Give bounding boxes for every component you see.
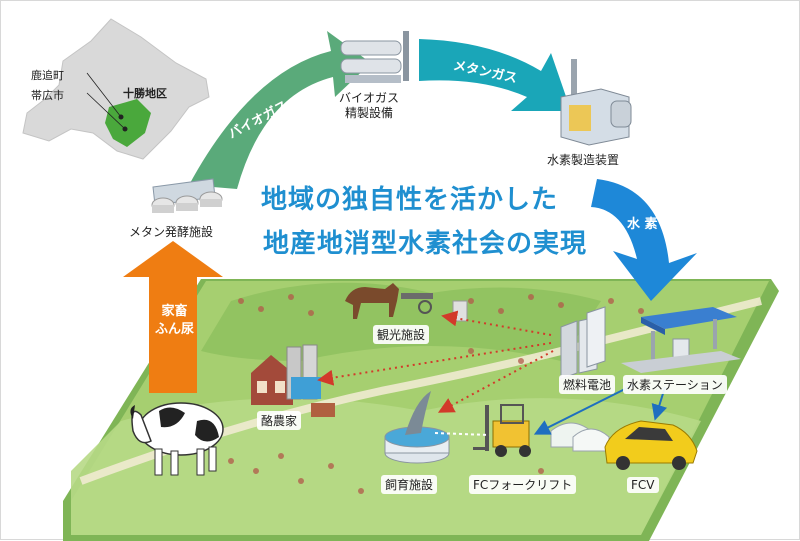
label-methane-plant: メタン発酵施設 bbox=[129, 225, 214, 239]
label-dairy: 酪農家 bbox=[257, 411, 302, 430]
arrow-hydrogen bbox=[591, 179, 697, 301]
fuel-cell-icon bbox=[560, 306, 606, 380]
car-icon bbox=[604, 420, 698, 470]
arrow-manure bbox=[123, 241, 223, 393]
label-station: 水素ステーション bbox=[623, 375, 727, 394]
flow-label-hydrogen: 水 素 bbox=[627, 217, 658, 232]
label-h2-plant: 水素製造装置 bbox=[547, 153, 620, 167]
label-tourism: 観光施設 bbox=[373, 325, 430, 344]
label-forklift: FCフォークリフト bbox=[469, 475, 577, 494]
cow-icon bbox=[130, 402, 224, 476]
label-fcv: FCV bbox=[627, 477, 659, 493]
town-label-shikaoi: 鹿追町 bbox=[31, 69, 64, 82]
headline-line2: 地産地消型水素社会の実現 bbox=[263, 229, 588, 259]
fish-tank-icon bbox=[384, 391, 450, 464]
headline-line1: 地域の独自性を活かした bbox=[261, 185, 559, 215]
label-purifier: バイオガス 精製設備 bbox=[339, 91, 400, 120]
arrow-biogas bbox=[189, 31, 371, 189]
barn-icon bbox=[251, 344, 335, 417]
station-icon bbox=[621, 307, 741, 373]
greenhouse-icon bbox=[550, 422, 610, 452]
town-label-obihiro: 帯広市 bbox=[31, 89, 64, 102]
purifier-icon bbox=[340, 31, 409, 83]
label-fuel-cell: 燃料電池 bbox=[559, 375, 616, 394]
hokkaido-map bbox=[22, 18, 210, 160]
h2-plant-icon bbox=[560, 59, 632, 146]
label-fish-farm: 飼育施設 bbox=[381, 475, 438, 494]
region-label-tokachi: 十勝地区 bbox=[123, 87, 167, 100]
arrow-methane bbox=[419, 39, 571, 111]
flow-label-manure: 家畜 ふん尿 bbox=[155, 304, 195, 337]
methane-plant-icon bbox=[151, 178, 223, 213]
forklift-icon bbox=[473, 404, 531, 457]
usage-lines bbox=[317, 310, 554, 413]
